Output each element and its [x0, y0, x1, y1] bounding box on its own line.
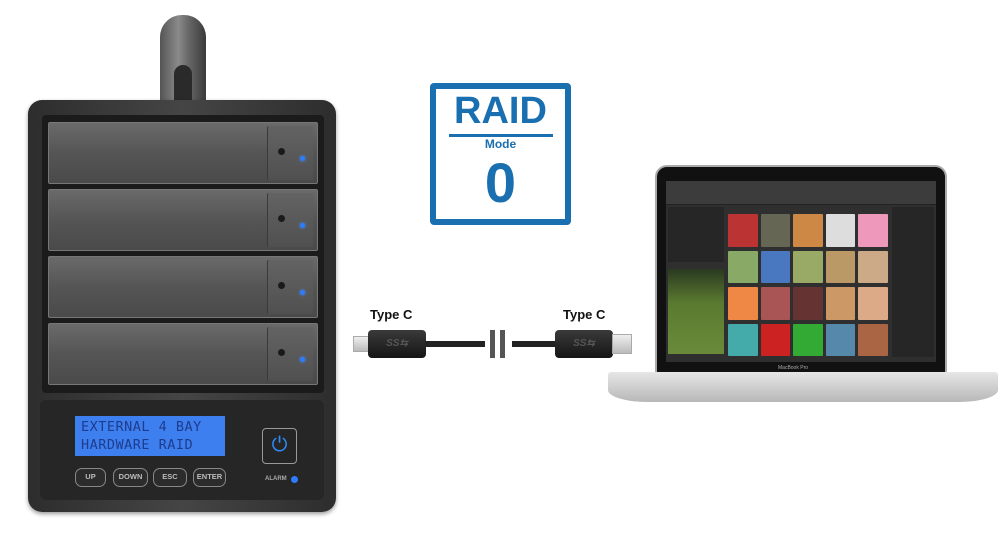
drive-led — [300, 290, 305, 295]
lcd-line-1: EXTERNAL 4 BAY — [81, 419, 202, 435]
lcd-display: EXTERNAL 4 BAY HARDWARE RAID — [75, 416, 225, 456]
drive-tray-4[interactable] — [48, 323, 318, 385]
photo-thumbnail[interactable] — [728, 214, 758, 247]
badge-title: RAID — [454, 90, 547, 132]
drive-led — [300, 357, 305, 362]
preview-pane — [668, 269, 724, 354]
up-button[interactable]: UP — [75, 468, 106, 487]
drive-tray-1[interactable] — [48, 122, 318, 184]
usb-c-tip-left — [353, 336, 369, 352]
power-button[interactable]: ⏻ — [262, 428, 297, 464]
photo-thumbnail[interactable] — [760, 214, 791, 247]
power-icon: ⏻ — [271, 434, 288, 456]
raid-mode-badge: RAID Mode 0 — [430, 83, 571, 225]
raid-level: 0 — [484, 151, 517, 214]
usb-c-plug-right: SS⇆ — [555, 330, 613, 358]
cable-segment-right — [512, 341, 557, 347]
photo-thumbnail[interactable] — [793, 214, 823, 247]
photo-thumbnail[interactable] — [760, 323, 791, 356]
photo-thumbnail[interactable] — [825, 323, 856, 356]
app-toolbar — [666, 181, 936, 205]
photo-thumbnail[interactable] — [825, 287, 856, 320]
superspeed-logo: SS⇆ — [386, 338, 408, 349]
drive-bays — [42, 115, 324, 393]
down-button[interactable]: DOWN — [113, 468, 148, 487]
esc-button[interactable]: ESC — [153, 468, 187, 487]
photo-thumbnail[interactable] — [793, 287, 823, 320]
badge-subtitle: Mode — [484, 137, 517, 151]
photo-thumbnail[interactable] — [728, 287, 758, 320]
photo-thumbnail[interactable] — [793, 323, 823, 356]
photo-thumbnail[interactable] — [858, 323, 888, 356]
carry-handle — [160, 15, 206, 110]
photo-thumbnail[interactable] — [858, 250, 888, 283]
photo-thumbnail[interactable] — [793, 250, 823, 283]
cable-segment-left — [425, 341, 485, 347]
drive-tray-3[interactable] — [48, 256, 318, 318]
alarm-label: ALARM — [265, 476, 287, 482]
photo-thumbnail[interactable] — [825, 250, 856, 283]
photo-thumbnail[interactable] — [825, 214, 856, 247]
photo-thumbnail[interactable] — [858, 214, 888, 247]
cable-break-mark — [500, 330, 505, 358]
photo-thumbnail[interactable] — [760, 250, 791, 283]
photo-thumbnail[interactable] — [728, 323, 758, 356]
laptop-brand: MacBook Pro — [778, 365, 809, 371]
usb-c-plug-left: SS⇆ — [368, 330, 426, 358]
drive-led — [300, 156, 305, 161]
cable-break-mark — [490, 330, 495, 358]
photo-thumbnail[interactable] — [760, 287, 791, 320]
badge-divider — [448, 134, 553, 137]
tasks-pane — [892, 207, 934, 357]
superspeed-logo: SS⇆ — [573, 338, 595, 349]
right-connector-label: Type C — [563, 307, 606, 322]
photo-thumbnail[interactable] — [858, 287, 888, 320]
thumbnail-grid — [728, 214, 888, 356]
left-connector-label: Type C — [370, 307, 413, 322]
alarm-led — [291, 476, 298, 483]
photo-thumbnail[interactable] — [728, 250, 758, 283]
drive-tray-2[interactable] — [48, 189, 318, 251]
drive-led — [300, 223, 305, 228]
folder-tree — [668, 207, 724, 262]
laptop-base — [608, 372, 998, 402]
lcd-line-2: HARDWARE RAID — [81, 437, 194, 453]
enter-button[interactable]: ENTER — [193, 468, 226, 487]
usb-tip-right — [612, 334, 632, 354]
